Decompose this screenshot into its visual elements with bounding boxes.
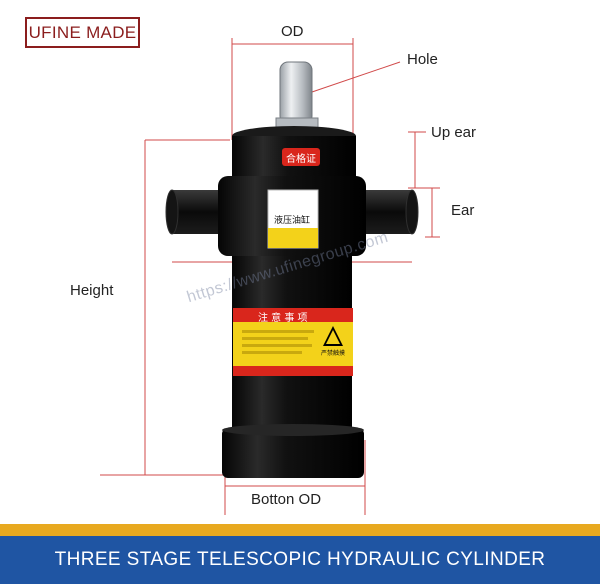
label-ear: Ear bbox=[451, 202, 475, 219]
nameplate-text: 液压油缸 bbox=[274, 216, 311, 226]
warning-title: 注 意 事 项 bbox=[258, 313, 308, 324]
certificate-tag bbox=[282, 148, 320, 166]
label-height: Height bbox=[70, 282, 114, 299]
label-up-ear: Up ear bbox=[431, 124, 477, 141]
warning-label bbox=[233, 308, 353, 376]
warning-note: 严禁触摸 bbox=[321, 350, 346, 357]
label-bottom-od: Botton OD bbox=[251, 491, 322, 508]
brand-logo: UFINE MADE bbox=[25, 17, 140, 48]
banner bbox=[0, 536, 600, 584]
banner-title: THREE STAGE TELESCOPIC HYDRAULIC CYLINDE… bbox=[54, 549, 546, 570]
certificate-tag-text: 合格证 bbox=[286, 154, 316, 165]
label-od: OD bbox=[281, 23, 304, 40]
cylinder-rod-eye bbox=[275, 61, 319, 135]
label-hole: Hole bbox=[407, 51, 438, 68]
banner-stripe bbox=[0, 524, 600, 536]
